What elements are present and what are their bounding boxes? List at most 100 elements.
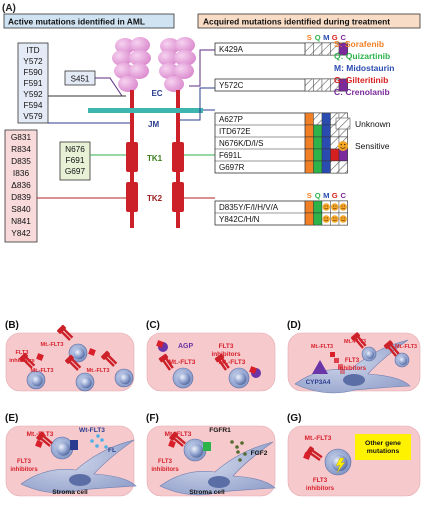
flt3-receptor: EC JM TK1 TK2 <box>88 37 203 228</box>
inhibitor-label: inhibitors <box>306 485 335 492</box>
panel-letter: (F) <box>146 413 159 424</box>
flt3-inhibitor <box>156 340 164 348</box>
lightning-icon <box>335 457 346 474</box>
tk1-right-block <box>172 142 184 172</box>
resistant-cell <box>304 160 314 174</box>
inhibitor-label: inhibitors <box>151 467 179 473</box>
mt-flt3-label: Mt.-FLT3 <box>165 431 192 438</box>
inhibitor-fade <box>340 369 345 374</box>
unknown-legend: Unknown <box>335 117 391 130</box>
resistant-cell <box>304 200 314 214</box>
panel-f: (F)Mt.-FLT3FGFR1FGF2FLT3inhibitorsStroma… <box>146 413 276 497</box>
fl-ligand <box>90 439 94 443</box>
drug-header-Q: Q <box>315 191 321 200</box>
resistant-cell <box>304 136 314 150</box>
inhibitor-label: FLT3 <box>16 350 29 356</box>
unknown-cell <box>330 136 340 150</box>
mutation-row: ITD672E <box>215 124 348 138</box>
wt-flt3-receptor <box>70 440 78 450</box>
fgf2-ligand <box>230 440 234 444</box>
tk2-mutation: D835 <box>11 156 31 166</box>
flt3-inhibitor <box>303 452 311 460</box>
stroma-label: Stroma cell <box>189 489 225 496</box>
jm-label: JM <box>148 120 159 129</box>
leukemia-cell <box>172 367 194 389</box>
mt-flt3-label: Mt.-FLT3 <box>344 339 366 345</box>
fl-ligand <box>100 438 104 442</box>
panel-letter: (D) <box>287 320 301 331</box>
tk2-left-block <box>126 182 138 212</box>
fgfr1-label: FGFR1 <box>209 427 231 434</box>
fl-ligand <box>96 434 100 438</box>
unknown-legend-label: Unknown <box>355 119 391 129</box>
sensitive-icon <box>331 203 339 211</box>
fgf2-ligand <box>236 450 240 454</box>
mt-flt3-receptor <box>36 431 53 447</box>
inhibitor-label: FLT3 <box>17 459 32 465</box>
mutation-row: G697R <box>215 160 348 174</box>
other-mutations-label: Other gene <box>365 440 401 447</box>
panel-e: (E)Mt.-FLT3Wt-FLT3FLFLT3inhibitorsStroma… <box>5 413 137 497</box>
flt3-inhibitor <box>36 353 44 361</box>
sensitive-icon <box>338 141 348 151</box>
mt-flt3-receptor <box>100 350 118 367</box>
sensitive-icon <box>339 203 347 211</box>
tk1-mutation: F691 <box>66 155 85 165</box>
cell-membrane <box>88 108 203 113</box>
mt-flt3-receptor <box>18 352 36 369</box>
flt3-inhibitor <box>249 366 257 374</box>
sensitive-legend: Sensitive <box>338 141 390 151</box>
panel-a-letter: (A) <box>2 3 16 14</box>
mutation-group: K429A <box>214 42 348 56</box>
unknown-cell <box>304 42 314 56</box>
resistant-cell <box>313 200 323 214</box>
panel-letter: (E) <box>5 413 18 424</box>
mutation-group: Y572C <box>214 78 348 92</box>
tk2-mutation: R834 <box>11 144 31 154</box>
tk2-label: TK2 <box>147 194 163 203</box>
sensitive-icon <box>331 215 339 223</box>
inhibitor-label: FLT3 <box>313 477 328 484</box>
inhibitor-label: inhibitors <box>10 467 38 473</box>
mt-flt3-receptor <box>383 340 400 357</box>
cyp3a4-enzyme <box>312 360 328 374</box>
panel-letter: (B) <box>5 320 19 331</box>
sensitive-icon <box>322 203 330 211</box>
fgf2-ligand <box>238 458 242 462</box>
mutation-label: A627P <box>219 115 243 124</box>
tk2-right-block <box>172 182 184 212</box>
cyp3a4-label: CYP3A4 <box>306 379 331 386</box>
wt-flt3-label: Wt-FLT3 <box>79 427 105 434</box>
unknown-cell <box>313 78 323 92</box>
right-stalk <box>176 90 180 110</box>
leukemia-cell <box>394 352 410 368</box>
resistant-cell <box>321 148 331 162</box>
sensitive-legend-label: Sensitive <box>355 141 390 151</box>
mt-flt3-receptor <box>350 332 367 349</box>
drug-header-M: M <box>323 191 329 200</box>
drug-legend-item: G: Gilteritinib <box>334 75 388 85</box>
inhibitor-fade <box>334 358 339 363</box>
other-mutations-label: mutations <box>367 448 400 455</box>
resistant-cell <box>313 160 323 174</box>
ec-label: EC <box>151 89 162 98</box>
resistant-cell <box>313 212 323 226</box>
tk2-mutation: S840 <box>11 204 31 214</box>
inhibitor-label: inhibitors <box>338 365 367 372</box>
jm-mutation: F590 <box>24 67 43 77</box>
right-header-title: Acquired mutations identified during tre… <box>203 17 390 27</box>
stroma-cell <box>294 339 411 394</box>
resistant-cell <box>330 148 340 162</box>
mt-flt3-label: Mt.-FLT3 <box>305 435 332 442</box>
left-stalk <box>130 90 134 110</box>
tk2-mutation: Y842 <box>11 228 31 238</box>
fl-label: FL <box>108 447 116 454</box>
resistant-cell <box>321 112 331 126</box>
mt-flt3-label: Mt.-FLT3 <box>27 431 54 438</box>
sensitive-icon <box>339 215 347 223</box>
inhibitor-label: FLT3 <box>219 343 234 350</box>
